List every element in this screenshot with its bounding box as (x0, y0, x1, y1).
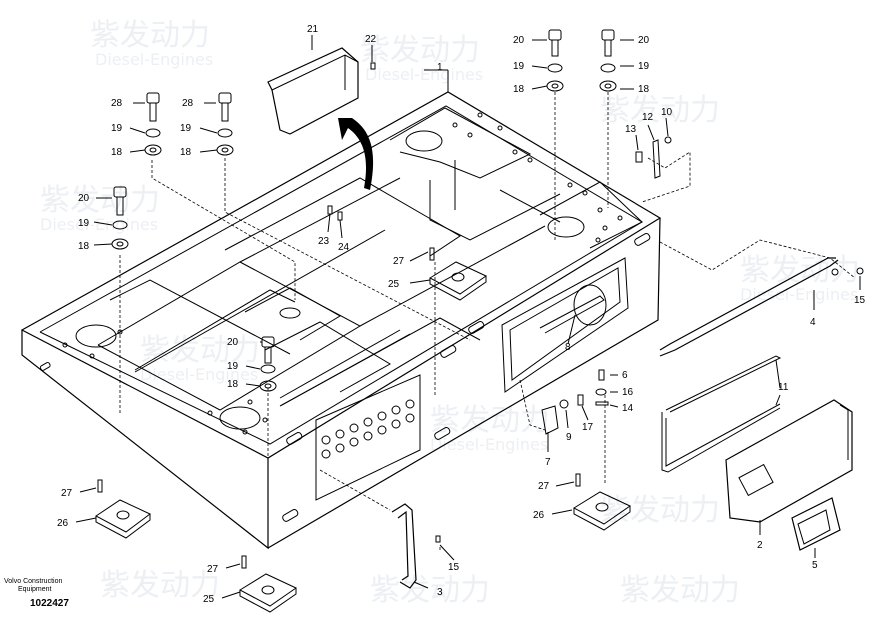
callout-26: 26 (533, 510, 545, 521)
bolt-stack-center (259, 336, 277, 392)
callout-19: 19 (227, 361, 239, 372)
seal-part-11 (661, 355, 782, 473)
watermark-text: 紫发动力 (100, 568, 220, 603)
callout-19: 19 (513, 61, 525, 72)
callout-5: 5 (812, 560, 818, 571)
caption-sub: Equipment (18, 586, 52, 593)
callout-20: 20 (638, 35, 650, 46)
watermark-text: 紫发动力 (90, 18, 210, 53)
frame-bolt-holes (62, 112, 623, 435)
small-hardware (327, 62, 839, 543)
callout-7: 7 (545, 457, 551, 468)
watermark-text: Diesel-Engines (140, 365, 258, 384)
cover-part-21 (267, 47, 359, 135)
callout-21: 21 (307, 24, 319, 35)
callout-19: 19 (180, 123, 192, 134)
handrail-part-4 (659, 257, 864, 357)
watermark-text: 紫发动力 (360, 33, 480, 68)
callout-20: 20 (513, 35, 525, 46)
callout-3: 3 (437, 587, 443, 598)
callout-4: 4 (810, 317, 816, 328)
callout-14: 14 (622, 403, 634, 414)
callout-1: 1 (437, 62, 443, 73)
callout-20: 20 (227, 337, 239, 348)
caption: Volvo Construction Equipment (4, 578, 84, 594)
watermark-text: Diesel-Engines (740, 285, 858, 304)
perforated-panel (321, 399, 415, 459)
callout-leaders (75, 35, 861, 599)
callout-17: 17 (582, 422, 594, 433)
callout-27: 27 (61, 488, 73, 499)
latch-part-5 (791, 497, 841, 551)
callout-27: 27 (393, 256, 405, 267)
callout-2: 2 (757, 540, 763, 551)
leader-lines (119, 92, 856, 550)
callout-18: 18 (513, 84, 525, 95)
callout-11: 11 (778, 382, 789, 393)
callout-22: 22 (365, 34, 377, 45)
watermark-text: Diesel-Engines (95, 50, 213, 69)
caption-company: Volvo Construction (4, 578, 63, 585)
callout-18: 18 (638, 84, 650, 95)
callout-8: 8 (565, 342, 571, 353)
callout-15: 15 (854, 295, 866, 306)
watermark-text: 紫发动力 (140, 333, 260, 368)
callout-18: 18 (78, 241, 90, 252)
callout-20: 20 (78, 193, 90, 204)
callout-25: 25 (203, 594, 215, 605)
callout-18: 18 (180, 147, 192, 158)
bolt-stack-28b (216, 92, 234, 156)
callout-10: 10 (661, 107, 673, 118)
callout-12: 12 (642, 112, 654, 123)
callout-27: 27 (538, 481, 550, 492)
callout-26: 26 (57, 518, 69, 529)
callout-16: 16 (622, 387, 634, 398)
callout-19: 19 (78, 218, 90, 229)
callout-labels: 1 2 3 4 5 6 7 8 9 10 11 12 13 14 15 15 1… (57, 24, 866, 605)
callout-19: 19 (111, 123, 123, 134)
callout-27: 27 (207, 564, 219, 575)
watermark-text: Diesel-Engines (40, 215, 158, 234)
callout-25: 25 (388, 279, 400, 290)
callout-28: 28 (182, 98, 194, 109)
callout-18: 18 (227, 379, 239, 390)
mount-part-25-bottom (238, 555, 298, 613)
callout-23: 23 (318, 236, 330, 247)
mount-part-26-right (572, 473, 632, 531)
watermark-text: 紫发动力 (430, 403, 550, 438)
callout-24: 24 (338, 242, 350, 253)
doc-number: 1022427 (30, 598, 69, 609)
bolt-stack-28a (144, 92, 162, 156)
callout-9: 9 (566, 432, 572, 443)
bolt-stack-20b (546, 29, 564, 92)
callout-19: 19 (638, 61, 650, 72)
callout-28: 28 (111, 98, 123, 109)
watermark-text: 紫发动力 (40, 183, 160, 218)
callout-15: 15 (448, 562, 460, 573)
mount-part-26-left (95, 479, 151, 539)
callout-13: 13 (625, 124, 637, 135)
callout-6: 6 (622, 370, 628, 381)
frame-part-1 (20, 91, 662, 550)
watermark-text: 紫发动力 (600, 93, 720, 128)
watermark-text: 紫发动力 (370, 573, 490, 608)
door-part-2 (725, 399, 853, 523)
watermark-text: 紫发动力 (600, 493, 720, 528)
handle-part-3 (391, 503, 417, 589)
watermark-group: 紫发动力 Diesel-Engines 紫发动力 Diesel-Engines … (40, 18, 860, 608)
watermark-text: Diesel-Engines (365, 65, 483, 84)
bolt-stack-20c (599, 29, 617, 92)
watermark-text: Diesel-Engines (430, 435, 548, 454)
callout-18: 18 (111, 147, 123, 158)
mount-part-25-center (428, 247, 488, 301)
watermark-text: 紫发动力 (620, 573, 740, 608)
direction-arrow (338, 118, 374, 190)
